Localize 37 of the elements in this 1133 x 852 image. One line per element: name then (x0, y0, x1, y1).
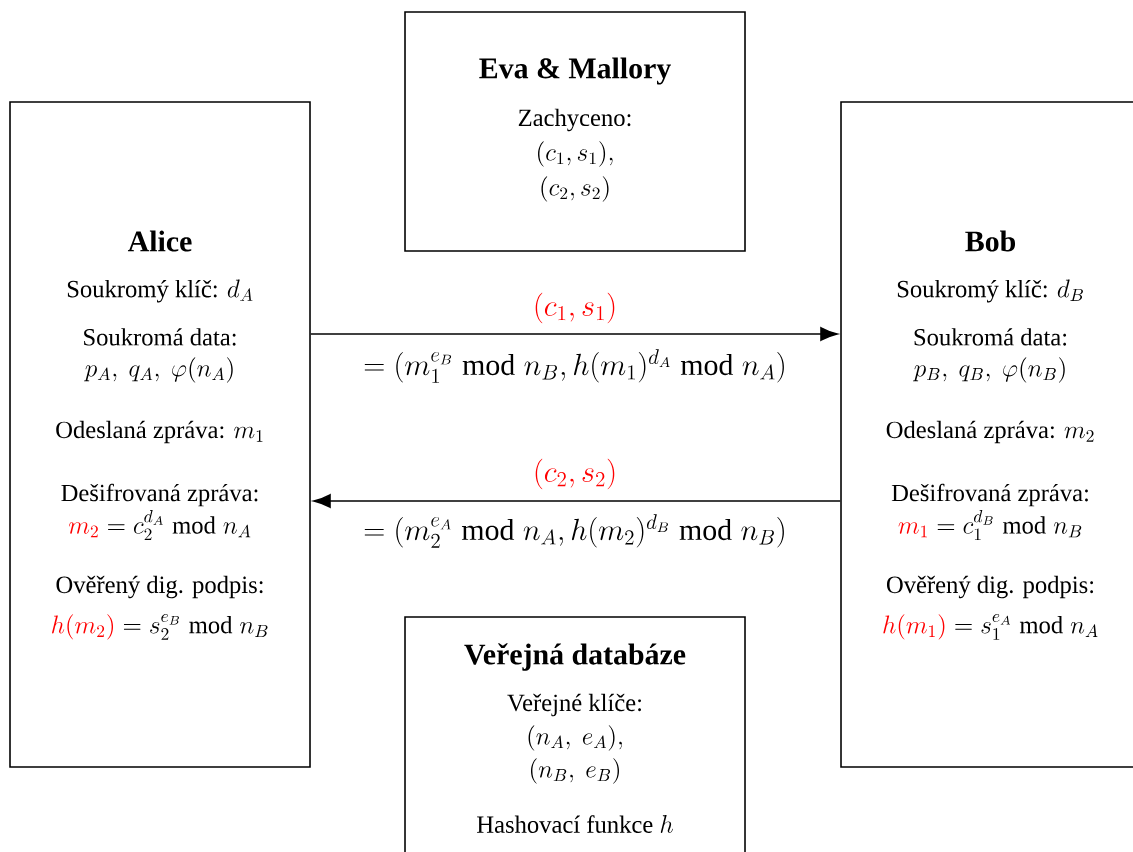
box-text: Ověřený dig. podpis: (56, 575, 263, 599)
box-heading: Veřejná databáze (464, 643, 686, 671)
arrow (310, 327, 838, 341)
formula-text: $\text{Soukromý klíč: } d_A$ (67, 279, 253, 303)
box-text: Ověřený dig. podpis: (887, 575, 1094, 599)
formula-text: $\text{Hashovací funkce } h$ (477, 815, 673, 833)
formula-text: $\textcolor{red}{m_2} = c_2^{d_A} \bmod n_A$ (68, 509, 251, 541)
party-box (404, 616, 746, 852)
box-text: Soukromá data: (84, 328, 236, 346)
box-text: Zachyceno: (518, 108, 631, 132)
arrow (313, 494, 841, 508)
box-text: Dešifrovaná zpráva: (61, 483, 258, 507)
formula-label: $= (m_1^{e_B} \bmod n_B, h(m_1)^{d_A} \bmod n_A)$ (364, 349, 784, 383)
box-text: Veřejné klíče: (507, 693, 641, 717)
box-text: Dešifrovaná zpráva: (891, 483, 1088, 507)
formula-text: $(c_1, s_1),$ (538, 141, 613, 167)
formula-text: $(n_A,\ e_A),$ (528, 725, 622, 751)
box-heading: Alice (127, 230, 192, 252)
formula-text: $\textcolor{red}{h(m_1)} = s_1^{e_A} \bmod n_A$ (883, 614, 1098, 640)
formula-text: $\text{Soukromý klíč: } d_B$ (897, 279, 1083, 303)
formula-text: $p_B,\ q_B,\ \varphi(n_B)$ (913, 357, 1065, 383)
box-heading: Bob (965, 230, 1016, 252)
formula-text: $p_A,\ q_A,\ \varphi(n_A)$ (84, 357, 233, 383)
formula-text: $\textcolor{red}{m_1} = c_1^{d_B} \bmod n_B$ (898, 509, 1082, 541)
box-text: Soukromá data: (914, 328, 1067, 346)
formula-text: $(n_B,\ e_B)$ (531, 758, 619, 784)
formula-label: $= (m_2^{e_A} \bmod n_A, h(m_2)^{d_B} \bmod n_B)$ (364, 514, 784, 548)
party-box (404, 11, 746, 252)
edge-label: $\textcolor{red}{(c_2, s_2)}$ (531, 457, 619, 491)
edge-label: $\textcolor{red}{(c_1, s_1)}$ (531, 291, 619, 325)
box-heading: Eva & Mallory (479, 57, 671, 85)
formula-text: $\text{Odeslaná zpráva: } m_2$ (886, 420, 1094, 444)
party-box (9, 101, 311, 768)
formula-text: $\textcolor{red}{h(m_2)} = s_2^{e_B} \bmod n_B$ (52, 614, 268, 640)
formula-text: $\text{Odeslaná zpráva: } m_1$ (56, 420, 263, 444)
formula-text: $(c_2, s_2)$ (541, 176, 609, 202)
party-box (840, 101, 1133, 768)
